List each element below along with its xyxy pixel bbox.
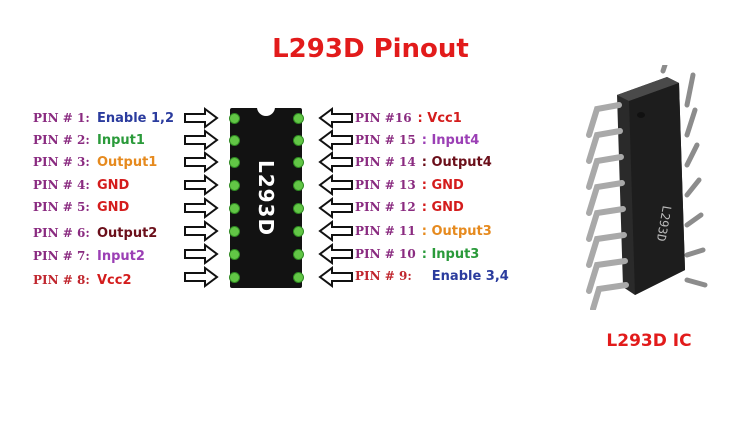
pin-number: PIN # 4: (33, 178, 90, 192)
pin-function: Output1 (97, 154, 158, 170)
pin-number: PIN # 11 (355, 224, 416, 238)
pin-number: PIN # 9: (355, 269, 412, 283)
pin-number: PIN # 6: (33, 226, 90, 240)
chip-pin-dot (293, 113, 304, 124)
chip-label: L293D (254, 159, 278, 237)
arrow-right-icon (184, 266, 219, 288)
ic-body (617, 77, 685, 295)
left-pin-row: PIN # 6: Output2 (33, 223, 157, 243)
ic-front-pins (586, 102, 629, 310)
chip-pin-dot (229, 226, 240, 237)
right-pin-row: PIN # 9: Enable 3,4 (355, 266, 509, 286)
arrow-left-icon (318, 129, 353, 151)
pin-function: : Input4 (421, 132, 480, 148)
right-pin-row: PIN # 13 : GND (355, 175, 464, 195)
chip-pin-dot (229, 180, 240, 191)
left-pin-row: PIN # 2: Input1 (33, 130, 145, 150)
pin-function: : Output3 (421, 223, 492, 239)
left-pin-row: PIN # 7: Input2 (33, 246, 145, 266)
pin-function: : Vcc1 (417, 110, 462, 126)
pin-number: PIN # 10 (355, 247, 416, 261)
chip-pin-dot (293, 272, 304, 283)
chip-pin-dot (293, 203, 304, 214)
ic-back-pins (660, 65, 708, 288)
arrow-left-icon (318, 174, 353, 196)
chip-pin-dot (229, 203, 240, 214)
ic-marking: L293D (654, 204, 674, 242)
chip-pin-dot (293, 226, 304, 237)
chip-pin-dot (229, 249, 240, 260)
pin-number: PIN # 15 (355, 133, 416, 147)
chip-pin-dot (293, 249, 304, 260)
arrow-right-icon (184, 220, 219, 242)
pin-function: Output2 (97, 225, 158, 241)
pin-function: GND (97, 177, 130, 193)
pin-function: Vcc2 (97, 272, 132, 288)
pin-number: PIN # 3: (33, 155, 90, 169)
pin-function: : GND (421, 199, 464, 215)
ic-photo: L293D (586, 65, 708, 310)
right-pin-row: PIN # 12 : GND (355, 197, 464, 217)
left-pin-row: PIN # 5: GND (33, 197, 129, 217)
pin-number: PIN # 13 (355, 178, 416, 192)
left-pin-row: PIN # 8: Vcc2 (33, 270, 132, 290)
pin-number: PIN # 2: (33, 133, 90, 147)
chip-pin-dot (293, 157, 304, 168)
page-title: L293D Pinout (272, 34, 469, 64)
arrow-right-icon (184, 107, 219, 129)
arrow-left-icon (318, 107, 353, 129)
pin-function: : Input3 (421, 246, 480, 262)
chip-pin-dot (229, 135, 240, 146)
right-pin-row: PIN # 14 : Output4 (355, 152, 492, 172)
pin-number: PIN # 8: (33, 273, 90, 287)
pin-function: Input1 (97, 132, 145, 148)
arrow-right-icon (184, 151, 219, 173)
left-pin-row: PIN # 4: GND (33, 175, 129, 195)
pin-number: PIN # 7: (33, 249, 90, 263)
left-pin-row: PIN # 1: Enable 1,2 (33, 108, 174, 128)
right-pin-row: PIN # 15 : Input4 (355, 130, 479, 150)
pin-number: PIN #16 (355, 111, 412, 125)
right-pin-row: PIN # 10 : Input3 (355, 244, 479, 264)
chip-pin-dot (229, 157, 240, 168)
pin-function: Input2 (97, 248, 145, 264)
arrow-right-icon (184, 129, 219, 151)
pin-function: GND (97, 199, 130, 215)
arrow-left-icon (318, 220, 353, 242)
right-pin-row: PIN #16 : Vcc1 (355, 108, 462, 128)
pin-number: PIN # 12 (355, 200, 416, 214)
right-pin-row: PIN # 11 : Output3 (355, 221, 492, 241)
pin-function: : Output4 (421, 154, 492, 170)
pin-number: PIN # 5: (33, 200, 90, 214)
arrow-left-icon (318, 151, 353, 173)
left-pin-row: PIN # 3: Output1 (33, 152, 157, 172)
pin-function: Enable 1,2 (97, 110, 175, 126)
arrow-left-icon (318, 243, 353, 265)
chip-diagram: L293D (229, 107, 304, 288)
chip-pin-dot (293, 135, 304, 146)
chip-label-wrap: L293D (230, 108, 302, 288)
arrow-left-icon (318, 197, 353, 219)
chip-notch (257, 107, 275, 116)
pin-number: PIN # 1: (33, 111, 90, 125)
pin-function: : GND (421, 177, 464, 193)
pin-number: PIN # 14 (355, 155, 416, 169)
photo-label: L293D IC (606, 331, 692, 351)
chip-pin-dot (229, 113, 240, 124)
pin-function: Enable 3,4 (431, 268, 509, 284)
arrow-right-icon (184, 174, 219, 196)
arrow-right-icon (184, 243, 219, 265)
chip-pin-dot (293, 180, 304, 191)
arrow-left-icon (318, 266, 353, 288)
arrow-right-icon (184, 197, 219, 219)
chip-pin-dot (229, 272, 240, 283)
